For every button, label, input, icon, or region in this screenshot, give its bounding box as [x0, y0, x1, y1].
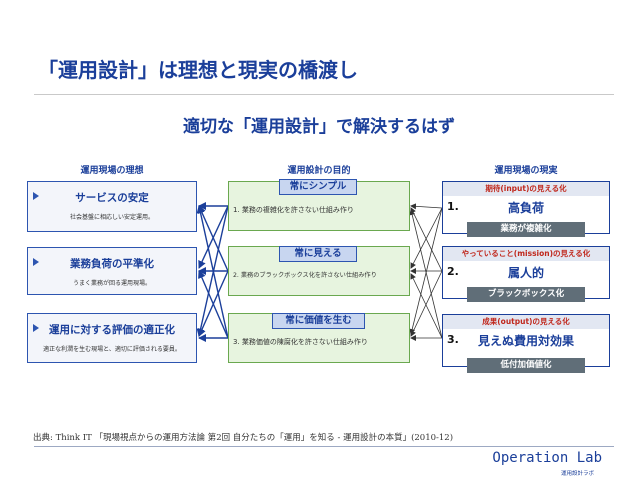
ideal-title: 運用に対する評価の適正化: [49, 324, 175, 336]
arrow-purpose2-ideal1: [198, 205, 229, 272]
arrow-reality3-purpose2: [410, 273, 443, 339]
reality-header: 期待(input)の見える化: [443, 182, 609, 196]
purpose-tag-2: 常に見える: [279, 246, 357, 262]
page-title: 「運用設計」は理想と現実の橋渡し: [38, 58, 358, 82]
reality-number: 3.: [447, 333, 459, 346]
reality-main: 属人的: [507, 266, 544, 280]
subtitle: 適切な「運用設計」で解決するはず: [183, 117, 455, 137]
source-citation: 出典: Think IT 「現場視点からの運用方法論 第2回 自分たちの「運用」…: [33, 433, 454, 443]
column-heading-purpose: 運用設計の目的: [287, 166, 351, 176]
arrow-reality3-purpose1: [409, 209, 443, 339]
reality-number: 1.: [447, 200, 459, 213]
reality-number: 2.: [447, 265, 459, 278]
reality-header: 成果(output)の見える化: [443, 315, 609, 329]
column-heading-reality: 運用現場の現実: [494, 166, 558, 176]
purpose-tag-3: 常に価値を生む: [272, 313, 365, 329]
purpose-text: 2. 業務のブラックボックス化を許さない仕組み作り: [233, 272, 377, 279]
reality-tag-2: ブラックボックス化: [467, 287, 585, 302]
ideal-desc: 社会基盤に相応しい安定運用。: [69, 214, 154, 221]
ideal-box-3: 運用に対する評価の適正化 適正な利潤を生む現場と、適切に評価される要員。: [27, 313, 197, 363]
ideal-box-1: サービスの安定 社会基盤に相応しい安定運用。: [27, 181, 197, 232]
purpose-text: 1. 業務の複雑化を許さない仕組み作り: [233, 206, 354, 214]
reality-main: 見えぬ費用対効果: [477, 334, 574, 348]
column-heading-ideal: 運用現場の理想: [80, 166, 144, 176]
reality-tag-3: 低付加価値化: [467, 358, 585, 373]
reality-main: 高負荷: [507, 201, 544, 215]
ideal-title: 業務負荷の平準化: [70, 258, 154, 270]
reality-tag-1: 業務が複雑化: [467, 222, 585, 237]
brand-subtitle: 運用設計ラボ: [560, 471, 594, 477]
arrow-purpose3-ideal1: [196, 205, 229, 339]
purpose-text: 3. 業務価値の陳腐化を許さない仕組み作り: [233, 338, 368, 346]
ideal-desc: うまく業務が回る運用現場。: [72, 280, 151, 287]
arrow-reality1-purpose1: [410, 203, 443, 210]
arrow-reality2-purpose1: [410, 207, 443, 272]
triangle-bullet-icon: [33, 192, 39, 200]
brand-logo: Operation Lab: [492, 450, 602, 466]
footer-divider: [34, 446, 614, 447]
ideal-desc: 適正な利潤を生む現場と、適切に評価される要員。: [43, 346, 181, 353]
ideal-title: サービスの安定: [75, 192, 149, 204]
purpose-tag-1: 常にシンプル: [279, 179, 357, 195]
triangle-bullet-icon: [33, 324, 39, 332]
title-divider: [34, 94, 614, 95]
arrow-reality2-purpose3: [410, 270, 443, 337]
arrow-reality1-purpose2: [410, 207, 443, 269]
ideal-box-2: 業務負荷の平準化 うまく業務が回る運用現場。: [27, 247, 197, 295]
arrow-purpose3-ideal2: [198, 270, 229, 339]
reality-header: やっていること(mission)の見える化: [443, 247, 609, 261]
triangle-bullet-icon: [33, 258, 39, 266]
purpose-box-1: 1. 業務の複雑化を許さない仕組み作り: [228, 181, 410, 231]
